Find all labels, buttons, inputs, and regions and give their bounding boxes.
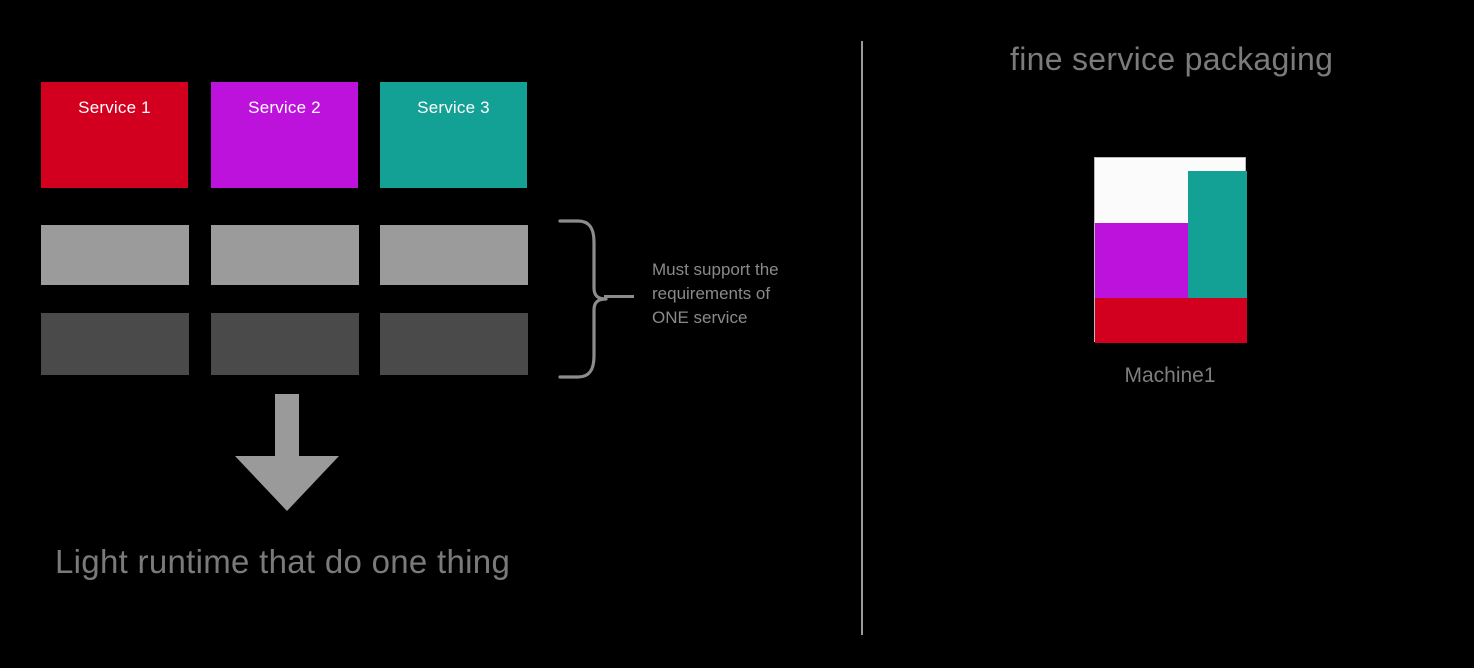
brace-note-line-1: Must support the xyxy=(652,260,779,279)
curly-brace-icon xyxy=(558,219,608,379)
machine-cell-service3 xyxy=(1188,171,1247,298)
resource-bar-light-3 xyxy=(380,225,528,285)
brace-note-line-3: ONE service xyxy=(652,308,748,327)
panel-divider xyxy=(861,41,863,635)
service-box-1: Service 1 xyxy=(41,82,188,188)
service-box-2: Service 2 xyxy=(211,82,358,188)
resource-bar-light-1 xyxy=(41,225,189,285)
service-box-1-label: Service 1 xyxy=(78,98,151,117)
resource-bar-dark-1 xyxy=(41,313,189,375)
resource-bar-light-2 xyxy=(211,225,359,285)
service-box-3-label: Service 3 xyxy=(417,98,490,117)
machine-cell-service1 xyxy=(1095,298,1247,343)
service-box-3: Service 3 xyxy=(380,82,527,188)
resource-bar-dark-2 xyxy=(211,313,359,375)
machine-label: Machine1 xyxy=(1124,364,1216,387)
arrow-down-icon xyxy=(235,394,339,511)
brace-note-text: Must support the requirements of ONE ser… xyxy=(652,258,852,330)
left-panel-tagline: Light runtime that do one thing xyxy=(55,543,511,580)
brace-connector-line xyxy=(604,295,634,298)
resource-bar-dark-3 xyxy=(380,313,528,375)
machine-block xyxy=(1094,157,1247,343)
brace-note-line-2: requirements of xyxy=(652,284,771,303)
service-box-2-label: Service 2 xyxy=(248,98,321,117)
machine-cell-service2 xyxy=(1095,223,1188,298)
right-panel-title: fine service packaging xyxy=(1010,41,1334,77)
